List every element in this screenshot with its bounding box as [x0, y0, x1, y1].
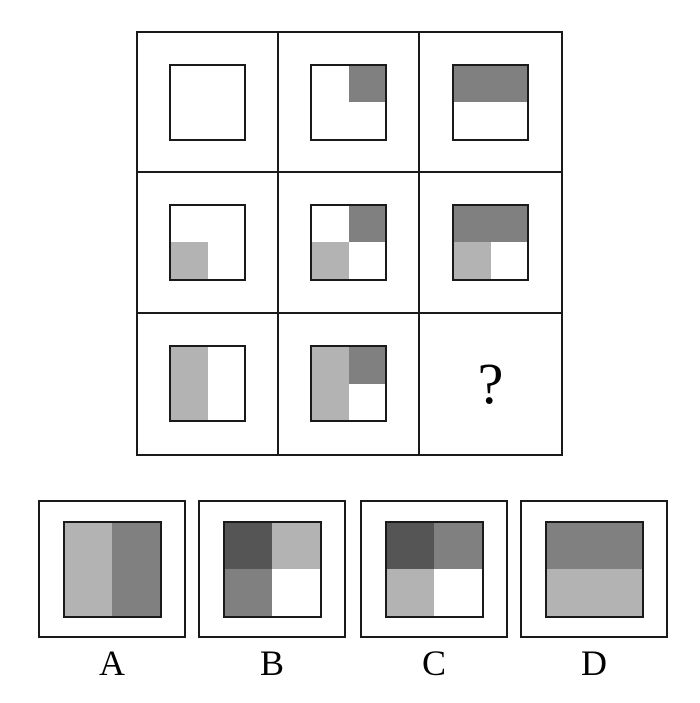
- matrix-cell-r3c1-quadrant-bottom-left: [171, 383, 208, 421]
- matrix-cell-r2c2-figure: [310, 203, 387, 281]
- matrix-cell-r2c2-quadrant-top-left: [312, 205, 349, 243]
- option-a-box[interactable]: [38, 500, 186, 638]
- option-d-figure: [544, 520, 644, 618]
- matrix-cell-r3c1: [138, 313, 279, 454]
- option-c-quadrant-top-right: [434, 522, 482, 569]
- option-b[interactable]: B: [198, 500, 346, 685]
- matrix-cell-r3c1-quadrant-top-right: [207, 347, 244, 384]
- matrix-cell-r3c2-quadrant-bottom-right: [348, 383, 385, 421]
- option-a-label: A: [99, 643, 125, 683]
- matrix-cell-r1c3-quadrant-bottom-right: [490, 102, 527, 139]
- option-a-quadrant-top-right: [112, 522, 160, 569]
- matrix-cell-r2c2-quadrant-bottom-left: [312, 242, 349, 279]
- matrix-cell-r2c2-quadrant-bottom-right: [348, 242, 385, 279]
- matrix-cell-r1c2-quadrant-top-left: [312, 65, 349, 103]
- matrix-cell-r3c3: ?: [420, 313, 561, 454]
- matrix-cell-r3c2-quadrant-bottom-left: [312, 383, 349, 421]
- option-a-quadrant-bottom-left: [64, 569, 112, 616]
- option-b-box[interactable]: [198, 500, 346, 638]
- matrix-cell-r1c3-quadrant-top-right: [490, 65, 527, 103]
- option-a-quadrant-bottom-right: [112, 569, 160, 616]
- option-a-quadrant-top-left: [64, 522, 112, 569]
- option-d-label: D: [581, 643, 607, 683]
- option-c-label: C: [421, 643, 446, 683]
- matrix-cell-r3c1-figure: [169, 345, 246, 423]
- matrix-cell-r1c3: [420, 33, 561, 174]
- option-c[interactable]: C: [360, 500, 508, 685]
- matrix-cell-r3c1-quadrant-top-left: [171, 347, 208, 384]
- matrix-cell-r1c1-quadrant-top-right: [207, 65, 244, 103]
- matrix-cell-r1c3-quadrant-bottom-left: [454, 102, 491, 139]
- option-c-quadrant-top-left: [386, 522, 434, 569]
- matrix-cell-r3c2-quadrant-top-left: [312, 347, 349, 384]
- option-b-quadrant-top-right: [272, 522, 320, 569]
- option-d-quadrant-bottom-left: [546, 569, 594, 616]
- matrix-cell-r1c1-quadrant-bottom-left: [171, 102, 208, 139]
- matrix-cell-r3c2-quadrant-top-right: [348, 347, 385, 384]
- option-c-quadrant-bottom-right: [434, 569, 482, 616]
- option-d[interactable]: D: [520, 500, 668, 685]
- matrix-cell-r1c2-figure: [310, 63, 387, 141]
- missing-cell-question-mark: ?: [477, 350, 504, 416]
- matrix-cell-r2c3-quadrant-top-left: [454, 205, 491, 243]
- matrix-cell-r2c1-quadrant-top-left: [171, 205, 208, 243]
- matrix-cell-r2c3: [420, 173, 561, 314]
- matrix-cell-r1c3-quadrant-top-left: [454, 65, 491, 103]
- option-d-quadrant-top-left: [546, 522, 594, 569]
- option-b-quadrant-bottom-left: [224, 569, 272, 616]
- matrix-cell-r1c1-quadrant-bottom-right: [207, 102, 244, 139]
- matrix-cell-r3c2-figure: [310, 345, 387, 423]
- matrix-cell-r2c2: [279, 173, 420, 314]
- option-d-quadrant-bottom-right: [594, 569, 642, 616]
- option-a-figure: [62, 520, 162, 618]
- option-c-quadrant-bottom-left: [386, 569, 434, 616]
- matrix-cell-r1c2-quadrant-bottom-right: [348, 102, 385, 139]
- option-b-figure: [222, 520, 322, 618]
- option-b-label: B: [259, 643, 284, 683]
- option-b-quadrant-top-left: [224, 522, 272, 569]
- matrix-cell-r2c1-quadrant-bottom-right: [207, 242, 244, 279]
- matrix-cell-r2c1-quadrant-top-right: [207, 205, 244, 243]
- option-c-box[interactable]: [360, 500, 508, 638]
- matrix-cell-r1c3-figure: [452, 63, 529, 141]
- answer-options-row: A B C D: [38, 500, 668, 685]
- matrix-grid: ?: [136, 31, 563, 456]
- option-a[interactable]: A: [38, 500, 186, 685]
- matrix-cell-r2c1-figure: [169, 203, 246, 281]
- option-d-quadrant-top-right: [594, 522, 642, 569]
- matrix-cell-r3c1-quadrant-bottom-right: [207, 383, 244, 421]
- option-c-figure: [384, 520, 484, 618]
- matrix-cell-r1c2-quadrant-bottom-left: [312, 102, 349, 139]
- option-b-quadrant-bottom-right: [272, 569, 320, 616]
- option-d-box[interactable]: [520, 500, 668, 638]
- matrix-cell-r2c2-quadrant-top-right: [348, 205, 385, 243]
- matrix-cell-r1c1-quadrant-top-left: [171, 65, 208, 103]
- matrix-cell-r2c3-quadrant-bottom-right: [490, 242, 527, 279]
- matrix-cell-r1c1-figure: [169, 63, 246, 141]
- matrix-cell-r1c2-quadrant-top-right: [348, 65, 385, 103]
- matrix-cell-r1c1: [138, 33, 279, 174]
- matrix-cell-r1c2: [279, 33, 420, 174]
- matrix-cell-r2c1-quadrant-bottom-left: [171, 242, 208, 279]
- matrix-cell-r2c3-quadrant-top-right: [490, 205, 527, 243]
- matrix-cell-r2c3-figure: [452, 203, 529, 281]
- matrix-cell-r2c1: [138, 173, 279, 314]
- matrix-cell-r3c2: [279, 313, 420, 454]
- matrix-cell-r2c3-quadrant-bottom-left: [454, 242, 491, 279]
